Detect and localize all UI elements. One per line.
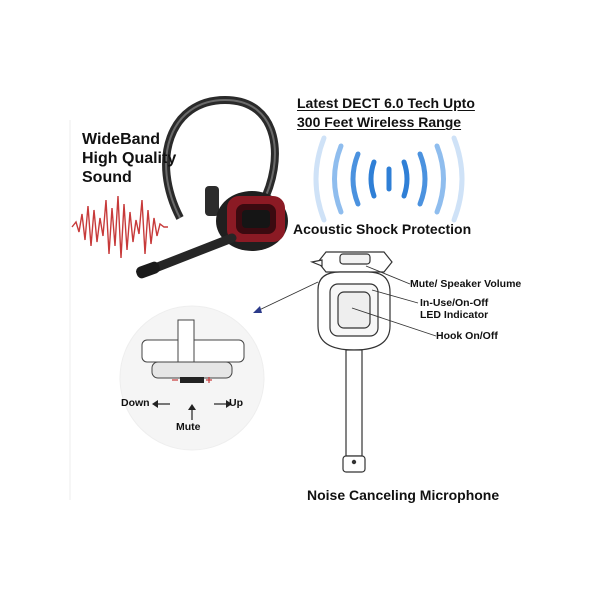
dect-heading: Latest DECT 6.0 Tech Upto 300 Feet Wirel… bbox=[297, 94, 475, 132]
led-callout-line-2: LED Indicator bbox=[420, 309, 489, 321]
led-callout-line-1: In-Use/On-Off bbox=[420, 297, 489, 309]
mute-label: Mute bbox=[176, 421, 201, 433]
sound-wave-icon bbox=[71, 195, 168, 259]
headset-diagram bbox=[309, 251, 393, 473]
mute-speaker-callout: Mute/ Speaker Volume bbox=[410, 278, 522, 290]
wideband-line-3: Sound bbox=[82, 169, 132, 186]
hook-callout: Hook On/Off bbox=[436, 330, 498, 342]
wideband-line-1: WideBand bbox=[82, 131, 161, 148]
acoustic-shock-heading: Acoustic Shock Protection bbox=[293, 221, 472, 237]
callout-leaders bbox=[254, 265, 437, 337]
arrow-up-icon bbox=[188, 404, 196, 410]
down-label: Down bbox=[121, 397, 150, 409]
controls-zoom bbox=[119, 305, 265, 451]
arrow-left-icon bbox=[152, 400, 158, 408]
microphone-heading: Noise Canceling Microphone bbox=[307, 487, 500, 503]
dect-line-1: Latest DECT 6.0 Tech Upto bbox=[297, 95, 475, 111]
wideband-heading: WideBand High Quality Sound bbox=[82, 130, 202, 187]
wideband-line-2: High Quality bbox=[82, 150, 177, 167]
dect-line-2: 300 Feet Wireless Range bbox=[297, 114, 462, 130]
wireless-signal-icon bbox=[313, 135, 465, 223]
pointer-arrow-icon bbox=[253, 306, 262, 313]
arrow-right-icon bbox=[226, 400, 232, 408]
led-callout: In-Use/On-Off LED Indicator bbox=[420, 297, 488, 321]
up-label: Up bbox=[229, 397, 243, 409]
headset-image bbox=[136, 95, 288, 279]
